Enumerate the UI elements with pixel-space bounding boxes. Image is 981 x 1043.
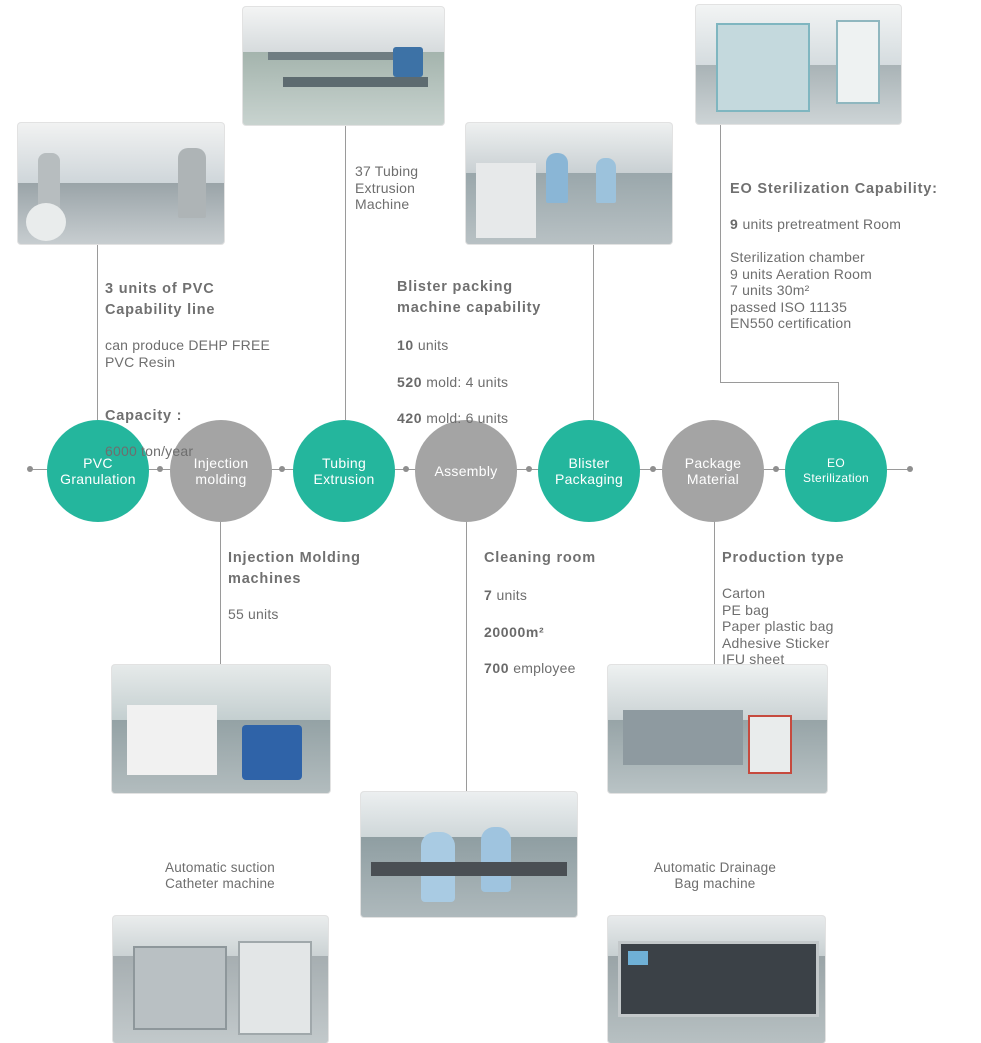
blister-row: 10 units — [397, 337, 449, 353]
pvc-capacity-value: 6000 ton/year — [105, 443, 194, 459]
drainage-bag-machine-photo — [608, 916, 825, 1043]
node-eo-sterilization: EO Sterilization — [785, 420, 887, 522]
node-injection-molding: Injection molding — [170, 420, 272, 522]
connector-eo-down — [838, 382, 839, 420]
blister-title: Blister packing machine capability — [397, 278, 542, 316]
blister-packing-photo — [466, 123, 672, 244]
connector-assembly — [466, 520, 467, 792]
pvc-title: 3 units of PVC Capability line — [105, 280, 216, 318]
connector-blister — [593, 244, 594, 420]
injection-molding-photo — [112, 665, 330, 793]
node-tubing-extrusion: Tubing Extrusion — [293, 420, 395, 522]
connector-tubing — [345, 125, 346, 420]
tubing-desc: 37 Tubing Extrusion Machine — [355, 163, 419, 212]
connector-package — [714, 520, 715, 665]
connector-eo-top — [720, 124, 721, 382]
eo-details: Sterilization chamber 9 units Aeration R… — [730, 249, 872, 331]
timeline-dot — [27, 466, 33, 472]
injection-desc: 55 units — [228, 606, 279, 622]
eo-title: EO Sterilization Capability: — [730, 180, 938, 197]
cleaning-row: 7 units — [484, 587, 528, 603]
eo-info: EO Sterilization Capability: 9 units pre… — [730, 162, 975, 348]
timeline-dot — [773, 466, 779, 472]
timeline-dot — [157, 466, 163, 472]
cleaning-row: 700 employee — [484, 660, 576, 676]
timeline-dot — [279, 466, 285, 472]
node-blister-packaging: Blister Packaging — [538, 420, 640, 522]
suction-catheter-machine-photo — [113, 916, 328, 1043]
cleaning-row: 20000m² — [484, 623, 545, 640]
blister-row: 420 mold: 6 units — [397, 410, 509, 426]
eo-sterilization-photo — [696, 5, 901, 124]
pvc-capacity-title: Capacity : — [105, 407, 183, 424]
cleaning-room-photo — [361, 792, 577, 917]
caption-suction-machine: Automatic suction Catheter machine — [165, 860, 275, 891]
connector-injection — [220, 520, 221, 665]
pvc-desc: can produce DEHP FREE PVC Resin — [105, 337, 271, 370]
cleaning-title: Cleaning room — [484, 549, 596, 566]
timeline-dot — [526, 466, 532, 472]
production-info: Production type Carton PE bag Paper plas… — [722, 531, 922, 684]
eo-row: 9 units pretreatment Room — [730, 216, 902, 232]
timeline-dot — [650, 466, 656, 472]
timeline-dot — [403, 466, 409, 472]
pvc-info: 3 units of PVC Capability line can produ… — [105, 262, 325, 476]
connector-eo-horizontal — [720, 382, 839, 383]
connector-pvc — [97, 244, 98, 420]
production-title: Production type — [722, 549, 845, 566]
node-assembly: Assembly — [415, 420, 517, 522]
node-package-material: Package Material — [662, 420, 764, 522]
injection-info: Injection Molding machines 55 units — [228, 531, 428, 639]
production-items: Carton PE bag Paper plastic bag Adhesive… — [722, 585, 834, 667]
injection-title: Injection Molding machines — [228, 549, 361, 587]
pvc-factory-photo — [18, 123, 224, 244]
package-material-photo — [608, 665, 827, 793]
cleaning-info: Cleaning room 7 units 20000m² 700 employ… — [484, 531, 684, 695]
tubing-extrusion-photo — [243, 7, 444, 125]
blister-info: Blister packing machine capability 10 un… — [397, 260, 597, 445]
node-pvc-granulation: PVC Granulation — [47, 420, 149, 522]
caption-drainage-machine: Automatic Drainage Bag machine — [653, 860, 777, 891]
timeline-dot — [907, 466, 913, 472]
blister-row: 520 mold: 4 units — [397, 373, 509, 390]
